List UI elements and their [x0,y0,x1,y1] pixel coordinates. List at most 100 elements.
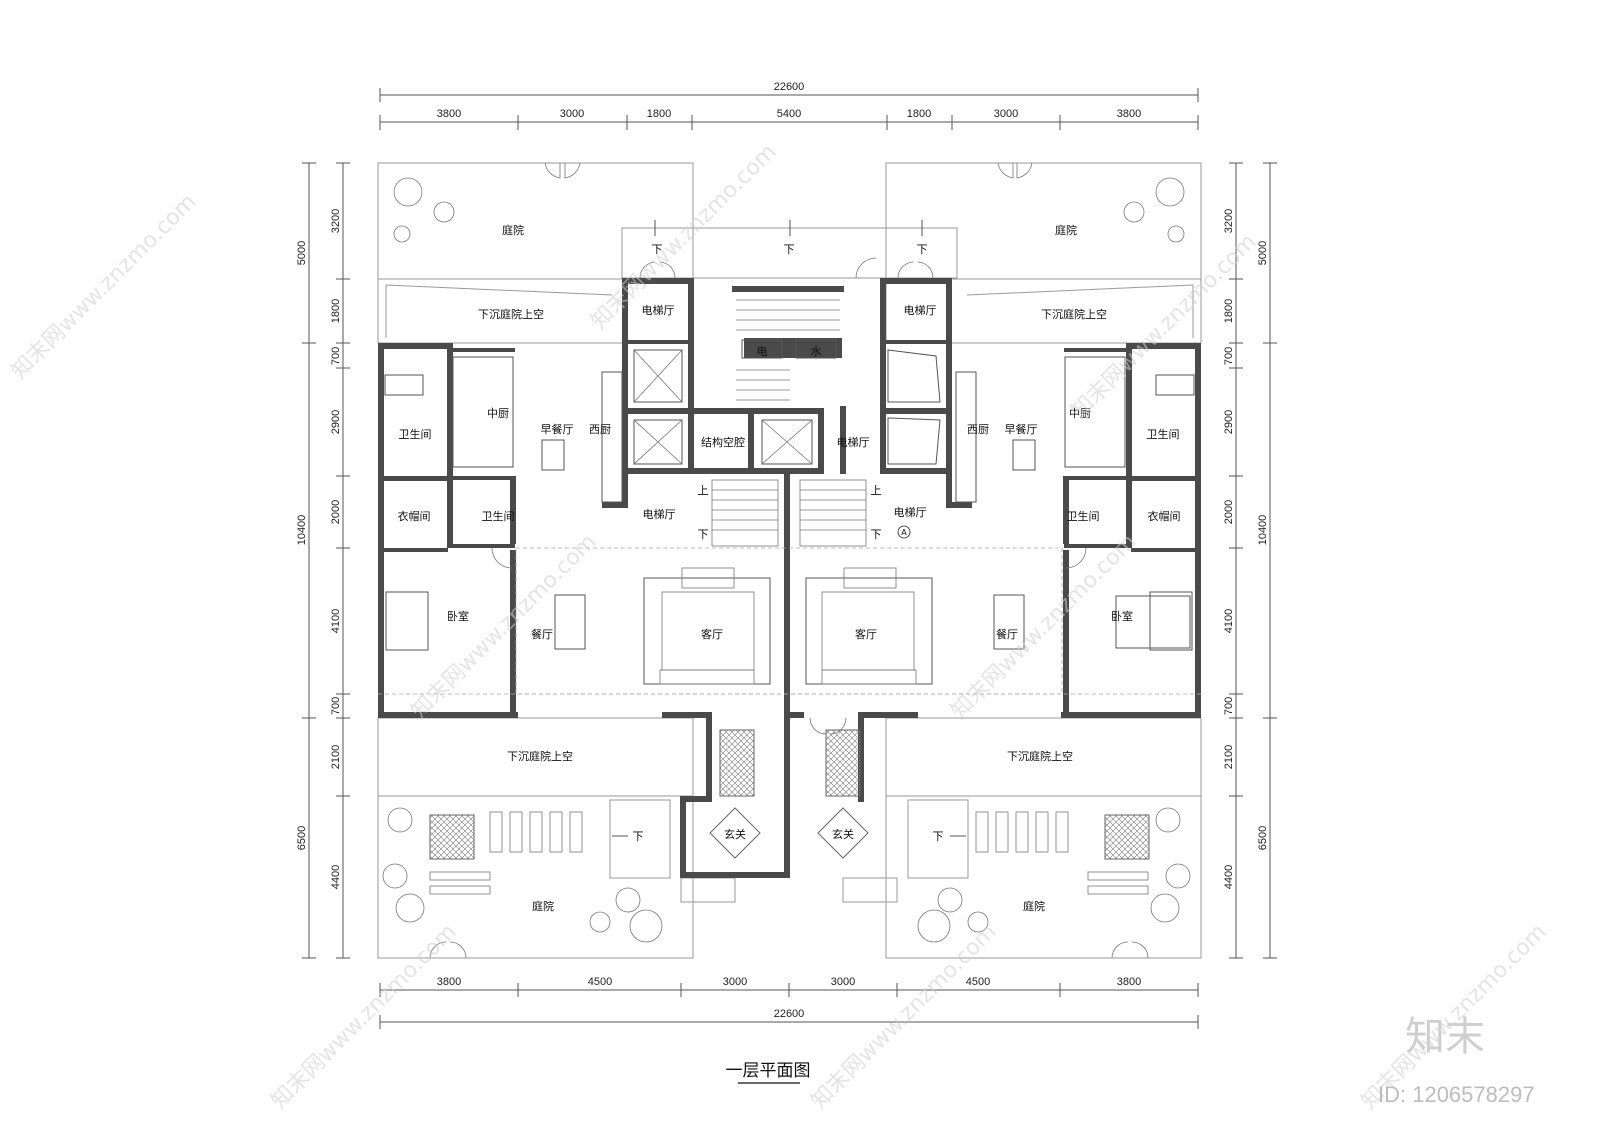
watermark-text-2: 知末网www.znzmo.com [587,139,782,334]
dim-left-inner-8: 2100 [330,745,342,769]
label-elevator-hall-5: 电梯厅 [894,506,927,519]
label-structural-cavity: 结构空腔 [701,435,745,449]
dim-right-inner-9: 4400 [1223,865,1235,889]
label-down-3: 下 [917,243,928,256]
dim-left-inner-2: 1800 [330,299,342,323]
dim-bottom-total: 22600 [774,1008,805,1020]
label-elevator-hall-2: 电梯厅 [904,304,937,317]
dim-bottom-6: 3800 [1117,976,1141,988]
label-sunken-top-right: 下沉庭院上空 [1041,307,1107,321]
dim-top-5: 1800 [907,108,931,120]
label-foyer-left: 玄关 [724,827,746,841]
dim-left-outer-2: 10400 [296,515,308,546]
dim-right-inner-4: 2900 [1223,410,1235,434]
watermarks: 知末网www.znzmo.com 知末网www.znzmo.com 知末网www… [7,139,1552,1114]
label-dining-right: 餐厅 [996,627,1018,641]
label-bedroom-right: 卧室 [1111,609,1133,623]
dim-left-inner-1: 3200 [330,209,342,233]
dim-left-inner-6: 4100 [330,609,342,633]
dim-bottom-2: 4500 [588,976,612,988]
dim-left-inner-3: 700 [330,347,342,365]
label-sunken-bottom-left: 下沉庭院上空 [507,749,573,763]
label-marker-a: A [901,528,907,537]
label-breakfast-left: 早餐厅 [541,422,574,436]
watermark-id: ID: 1206578297 [1378,1082,1535,1107]
drawing-title: 一层平面图 [726,1061,811,1081]
label-dining-left: 餐厅 [531,627,553,641]
watermark-text-7: 知末网www.znzmo.com [807,919,1002,1114]
label-western-kitchen-right: 西厨 [967,423,989,436]
label-sunken-top-left: 下沉庭院上空 [478,307,544,321]
dim-right-inner-7: 700 [1223,697,1235,715]
dim-top-4: 5400 [777,108,801,120]
arrows [612,220,966,837]
dim-top-2: 3000 [560,108,584,120]
dim-top-6: 3000 [994,108,1018,120]
label-down-4: 下 [698,528,709,541]
label-water: 水 [811,345,822,358]
label-cloakroom-right: 衣帽间 [1148,509,1181,523]
dim-left-inner-9: 4400 [330,865,342,889]
doors [429,162,1149,959]
label-down-6: 下 [633,830,644,843]
dimension-lines [302,88,1277,1029]
dim-right-inner-6: 4100 [1223,609,1235,633]
dim-left-outer-3: 6500 [296,826,308,850]
label-foyer-right: 玄关 [832,827,854,841]
label-elevator-hall-3: 电梯厅 [837,436,870,449]
label-living-right: 客厅 [855,627,877,641]
dim-bottom-1: 3800 [437,976,461,988]
dim-right-outer-2: 10400 [1257,515,1269,546]
dim-top-1: 3800 [437,108,461,120]
dim-top-total: 22600 [774,81,805,93]
trees [382,177,1191,943]
marker-a-circle [897,525,911,539]
label-down-2: 下 [784,243,795,256]
dim-right-inner-8: 2100 [1223,745,1235,769]
label-sunken-bottom-right: 下沉庭院上空 [1007,749,1073,763]
dim-bottom-3: 3000 [723,976,747,988]
label-up-1: 上 [698,484,709,497]
label-cloakroom-left: 衣帽间 [398,509,431,523]
label-bathroom-4: 卫生间 [1067,509,1100,523]
label-down-7: 下 [933,830,944,843]
dimension-labels: 22600 3800 3000 1800 5400 1800 3000 3800… [296,81,1269,1020]
dim-left-inner-5: 2000 [330,500,342,524]
label-courtyard-top-left: 庭院 [502,223,524,237]
dim-top-3: 1800 [647,108,671,120]
watermark-text-6: 知末网www.znzmo.com [267,919,462,1114]
label-courtyard-bottom-right: 庭院 [1023,899,1045,913]
dim-left-inner-7: 700 [330,697,342,715]
furniture [378,339,1201,695]
walls [378,278,1201,878]
room-labels: 庭院 庭院 下沉庭院上空 下沉庭院上空 下 下 下 电梯厅 电梯厅 电 水 中厨… [398,223,1181,913]
label-kitchen-right: 中厨 [1069,407,1091,420]
elevators [633,349,941,465]
dim-top-7: 3800 [1117,108,1141,120]
watermark-text-1: 知末网www.znzmo.com [7,189,202,384]
label-bedroom-left: 卧室 [447,609,469,623]
label-bathroom-3: 卫生间 [482,509,515,523]
dim-bottom-4: 3000 [831,976,855,988]
label-bathroom-2: 卫生间 [1147,427,1180,441]
label-kitchen-left: 中厨 [487,407,509,420]
label-western-kitchen-left: 西厨 [589,423,611,436]
watermark-logo: 知末 [1405,1014,1485,1060]
dim-left-outer-1: 5000 [296,241,308,265]
watermark-text-4: 知末网www.znzmo.com [407,529,602,724]
label-electric: 电 [757,345,768,358]
label-courtyard-bottom-left: 庭院 [532,899,554,913]
label-up-2: 上 [871,484,882,497]
paving [429,729,1150,895]
stairs [711,299,867,547]
dim-right-inner-2: 1800 [1223,299,1235,323]
watermark-text-5: 知末网www.znzmo.com [947,529,1142,724]
dim-bottom-5: 4500 [966,976,990,988]
dim-right-inner-1: 3200 [1223,209,1235,233]
label-courtyard-top-right: 庭院 [1055,223,1077,237]
label-elevator-hall-4: 电梯厅 [643,508,676,521]
label-living-left: 客厅 [701,627,723,641]
dim-right-inner-3: 700 [1223,347,1235,365]
dim-left-inner-4: 2900 [330,410,342,434]
